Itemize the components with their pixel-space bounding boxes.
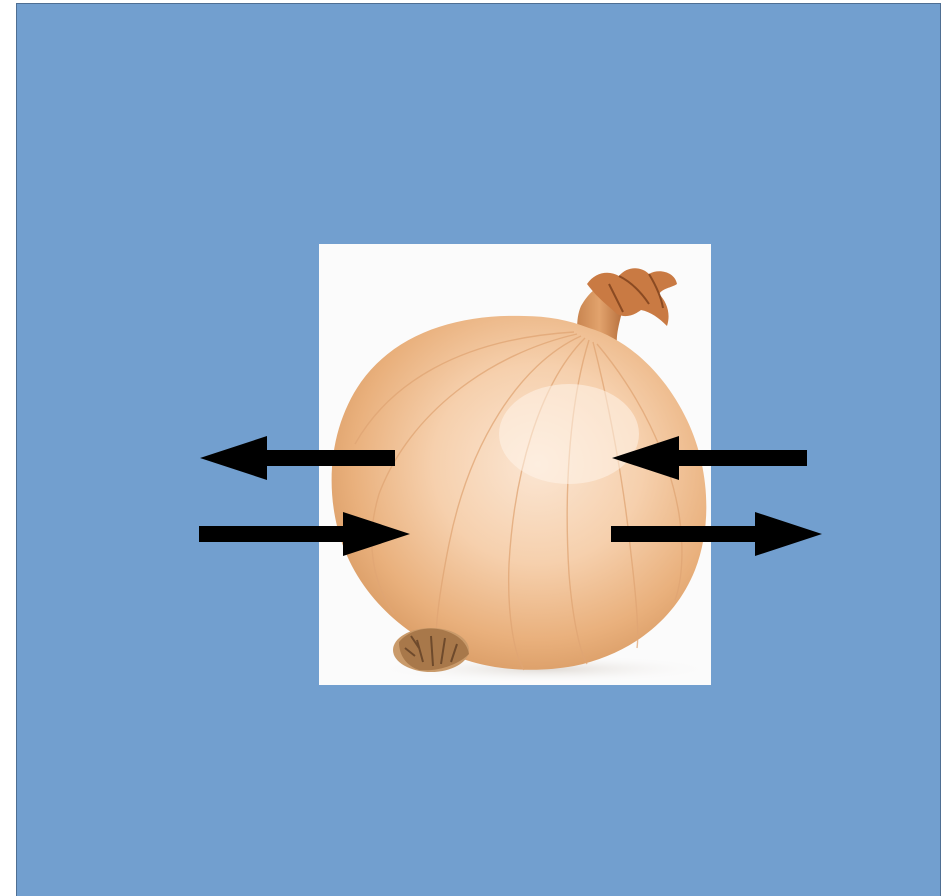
onion-photo — [319, 244, 711, 685]
onion-illustration — [319, 244, 711, 685]
onion-highlight — [499, 384, 639, 484]
onion-root — [393, 628, 469, 672]
